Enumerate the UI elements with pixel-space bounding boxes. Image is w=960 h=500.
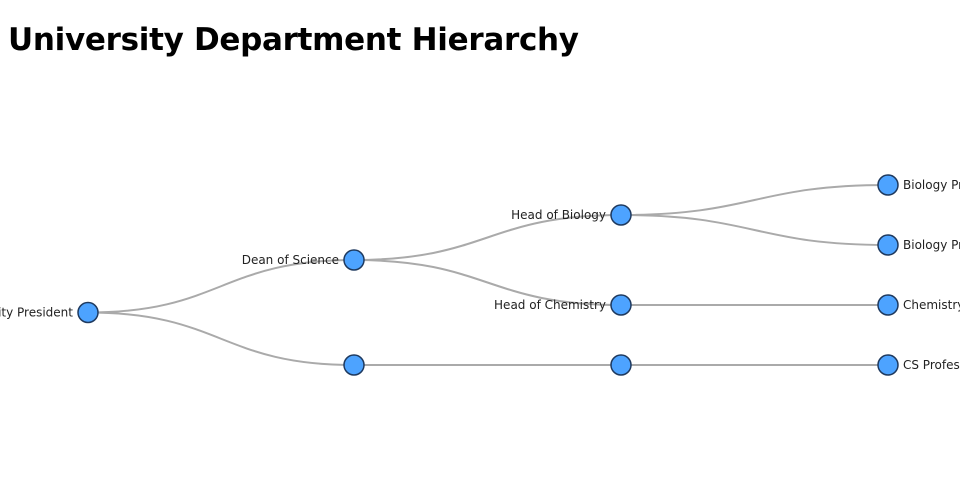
node-label-biology-professor-2: Biology Professor [903, 238, 960, 252]
tree-node-head-of-cs[interactable] [610, 354, 632, 376]
node-label-cs-professor: CS Professor [903, 358, 960, 372]
node-label-chemistry-professor: Chemistry Professor [903, 298, 960, 312]
page-title: University Department Hierarchy [8, 22, 579, 58]
tree-node-head-of-chemistry[interactable]: Head of Chemistry [494, 294, 632, 316]
tree-node-dean-of-science[interactable]: Dean of Science [242, 249, 365, 271]
tree-node-biology-professor-2[interactable]: Biology Professor [877, 234, 960, 256]
link-head-of-biology-to-biology-professor-2 [620, 214, 889, 246]
tree-node-chemistry-professor[interactable]: Chemistry Professor [877, 294, 960, 316]
link-head-of-biology-to-biology-professor-1 [620, 184, 889, 216]
tree-node-cs-professor[interactable]: CS Professor [877, 354, 960, 376]
tree-node-university-president[interactable]: University President [0, 301, 99, 324]
node-label-dean-of-science: Dean of Science [242, 253, 339, 267]
tree-node-head-of-biology[interactable]: Head of Biology [511, 204, 632, 226]
link-university-president-to-dean-of-engineering [87, 311, 355, 366]
node-label-head-of-biology: Head of Biology [511, 208, 606, 222]
node-circle-chemistry-professor[interactable] [877, 294, 899, 316]
link-university-president-to-dean-of-science [87, 259, 355, 314]
node-circle-dean-of-engineering[interactable] [343, 354, 365, 376]
link-dean-of-science-to-head-of-biology [353, 214, 622, 261]
node-label-university-president: University President [0, 306, 73, 320]
link-dean-of-science-to-head-of-chemistry [353, 259, 622, 306]
tree-node-biology-professor-1[interactable]: Biology Professor [877, 174, 960, 196]
node-circle-head-of-chemistry[interactable] [610, 294, 632, 316]
node-label-biology-professor-1: Biology Professor [903, 178, 960, 192]
node-label-head-of-chemistry: Head of Chemistry [494, 298, 606, 312]
tree-node-dean-of-engineering[interactable] [343, 354, 365, 376]
node-circle-dean-of-science[interactable] [343, 249, 365, 271]
node-circle-head-of-cs[interactable] [610, 354, 632, 376]
node-circle-university-president[interactable] [77, 301, 99, 324]
node-circle-cs-professor[interactable] [877, 354, 899, 376]
node-circle-biology-professor-2[interactable] [877, 234, 899, 256]
links-layer [87, 184, 889, 366]
node-circle-head-of-biology[interactable] [610, 204, 632, 226]
node-circle-biology-professor-1[interactable] [877, 174, 899, 196]
